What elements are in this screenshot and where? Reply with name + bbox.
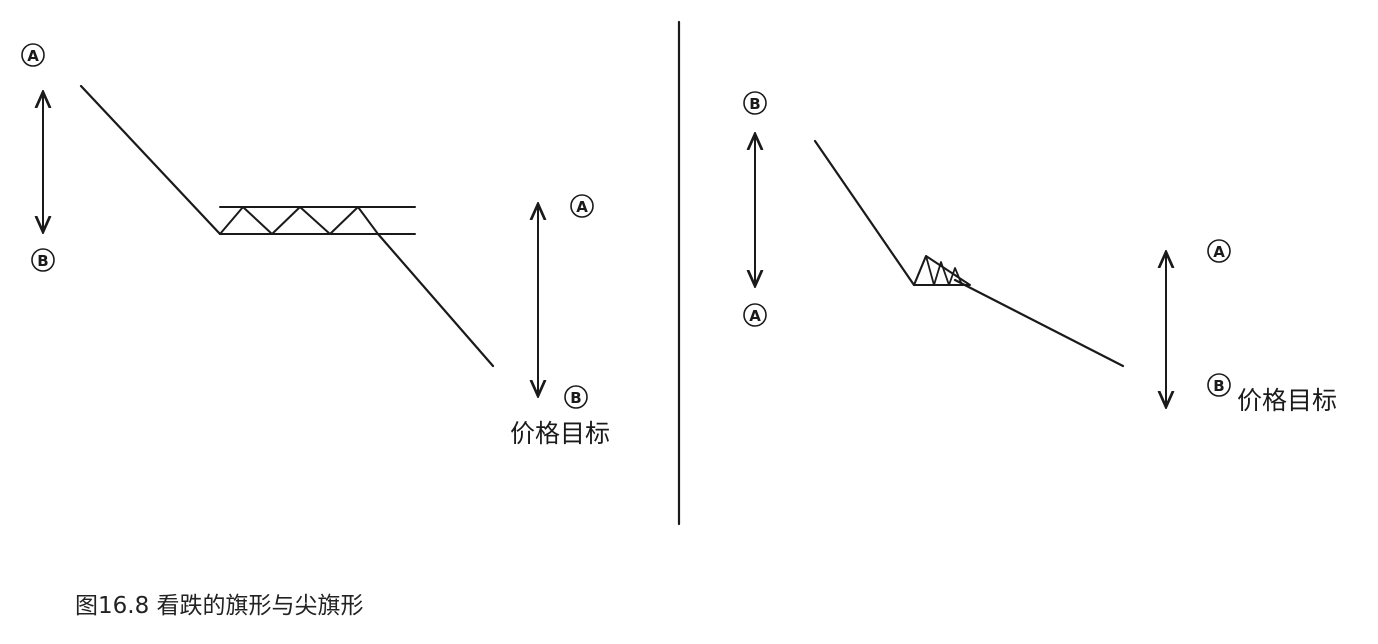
left-price-target-label: 价格目标 [510,419,610,448]
svg-text:A: A [576,198,588,216]
right-target-marker-a: A [1207,239,1231,263]
right-pennant-zigzag [913,255,963,286]
right-price-target-label: 价格目标 [1237,386,1337,415]
right-flagpole-marker-b: B [743,91,767,115]
left-flagpole-marker-a: A [21,43,45,67]
svg-text:B: B [749,95,760,113]
svg-text:A: A [27,47,39,65]
right-breakdown-line [953,278,1125,368]
figure-caption: 图16.8 看跌的旗形与尖旗形 [75,593,364,619]
left-flag-zigzag [219,206,379,235]
svg-text:A: A [749,307,761,325]
left-target-marker-b: B [564,385,588,409]
svg-text:A: A [1213,243,1225,261]
left-target-marker-a: A [570,194,594,218]
right-pennant-diagram: B A A B 价格目标 [743,91,1337,415]
left-flag-diagram: A B A B 价格目标 [21,43,610,448]
svg-text:B: B [1213,377,1224,395]
right-target-marker-b: B [1207,373,1231,397]
svg-text:B: B [37,252,48,270]
left-flagpole-line [79,84,222,236]
right-flagpole-marker-a: A [743,303,767,327]
svg-text:B: B [570,389,581,407]
right-flagpole-line [813,139,916,287]
right-pennant-triangle [913,255,971,286]
left-flagpole-marker-b: B [31,248,55,272]
left-breakdown-line [376,232,495,368]
